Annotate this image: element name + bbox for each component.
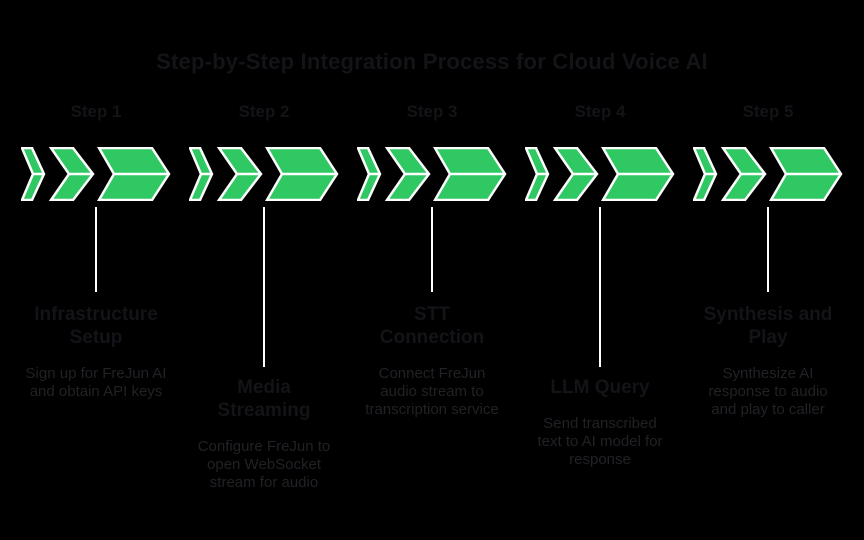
triple-chevron-arrow-icon xyxy=(21,147,171,201)
connector-line xyxy=(95,207,97,292)
step-description-line: Sign up for FreJun AI xyxy=(25,365,167,382)
step-description-line: Synthesize AI xyxy=(722,365,814,382)
step-description-line: response xyxy=(569,451,631,468)
step-description-line: text to AI model for xyxy=(537,433,663,450)
step-label: Step 2 xyxy=(238,102,290,121)
triple-chevron-arrow-icon xyxy=(189,147,339,201)
step-label: Step 4 xyxy=(574,102,626,121)
step-description-line: stream for audio xyxy=(209,474,319,491)
step-title-line: Media xyxy=(237,377,291,398)
step-label: Step 1 xyxy=(70,102,122,121)
step-title-line: Synthesis and xyxy=(703,304,833,325)
connector-line xyxy=(767,207,769,292)
step-title-line: Streaming xyxy=(217,400,311,421)
step-description-line: transcription service xyxy=(365,401,499,418)
step-description-line: Configure FreJun to xyxy=(197,438,331,455)
step-description-line: response to audio xyxy=(708,383,828,400)
step-title: LLM Query xyxy=(518,376,682,399)
triple-chevron-arrow-icon xyxy=(693,147,843,201)
diagram-title: Step-by-Step Integration Process for Clo… xyxy=(156,49,708,74)
step-description-line: Connect FreJun xyxy=(378,365,486,382)
step-description-line: Send transcribed xyxy=(543,415,657,432)
connector-line xyxy=(431,207,433,292)
step-label: Step 5 xyxy=(742,102,794,121)
step-description-line: and play to caller xyxy=(711,401,825,418)
connector-line xyxy=(599,207,601,367)
connector-line xyxy=(263,207,265,367)
triple-chevron-arrow-icon xyxy=(525,147,675,201)
triple-chevron-arrow-icon xyxy=(357,147,507,201)
step-description-line: and obtain API keys xyxy=(29,383,163,400)
step-title-line: LLM Query xyxy=(550,377,650,398)
step-title-line: Infrastructure xyxy=(34,304,158,325)
step-title-line: Setup xyxy=(69,327,123,348)
step-label: Step 3 xyxy=(406,102,458,121)
step-title-line: STT xyxy=(414,304,450,325)
step-title-line: Connection xyxy=(379,327,485,348)
step-description-line: open WebSocket xyxy=(207,456,321,473)
step-title-line: Play xyxy=(748,327,788,348)
step-description-line: audio stream to xyxy=(380,383,484,400)
